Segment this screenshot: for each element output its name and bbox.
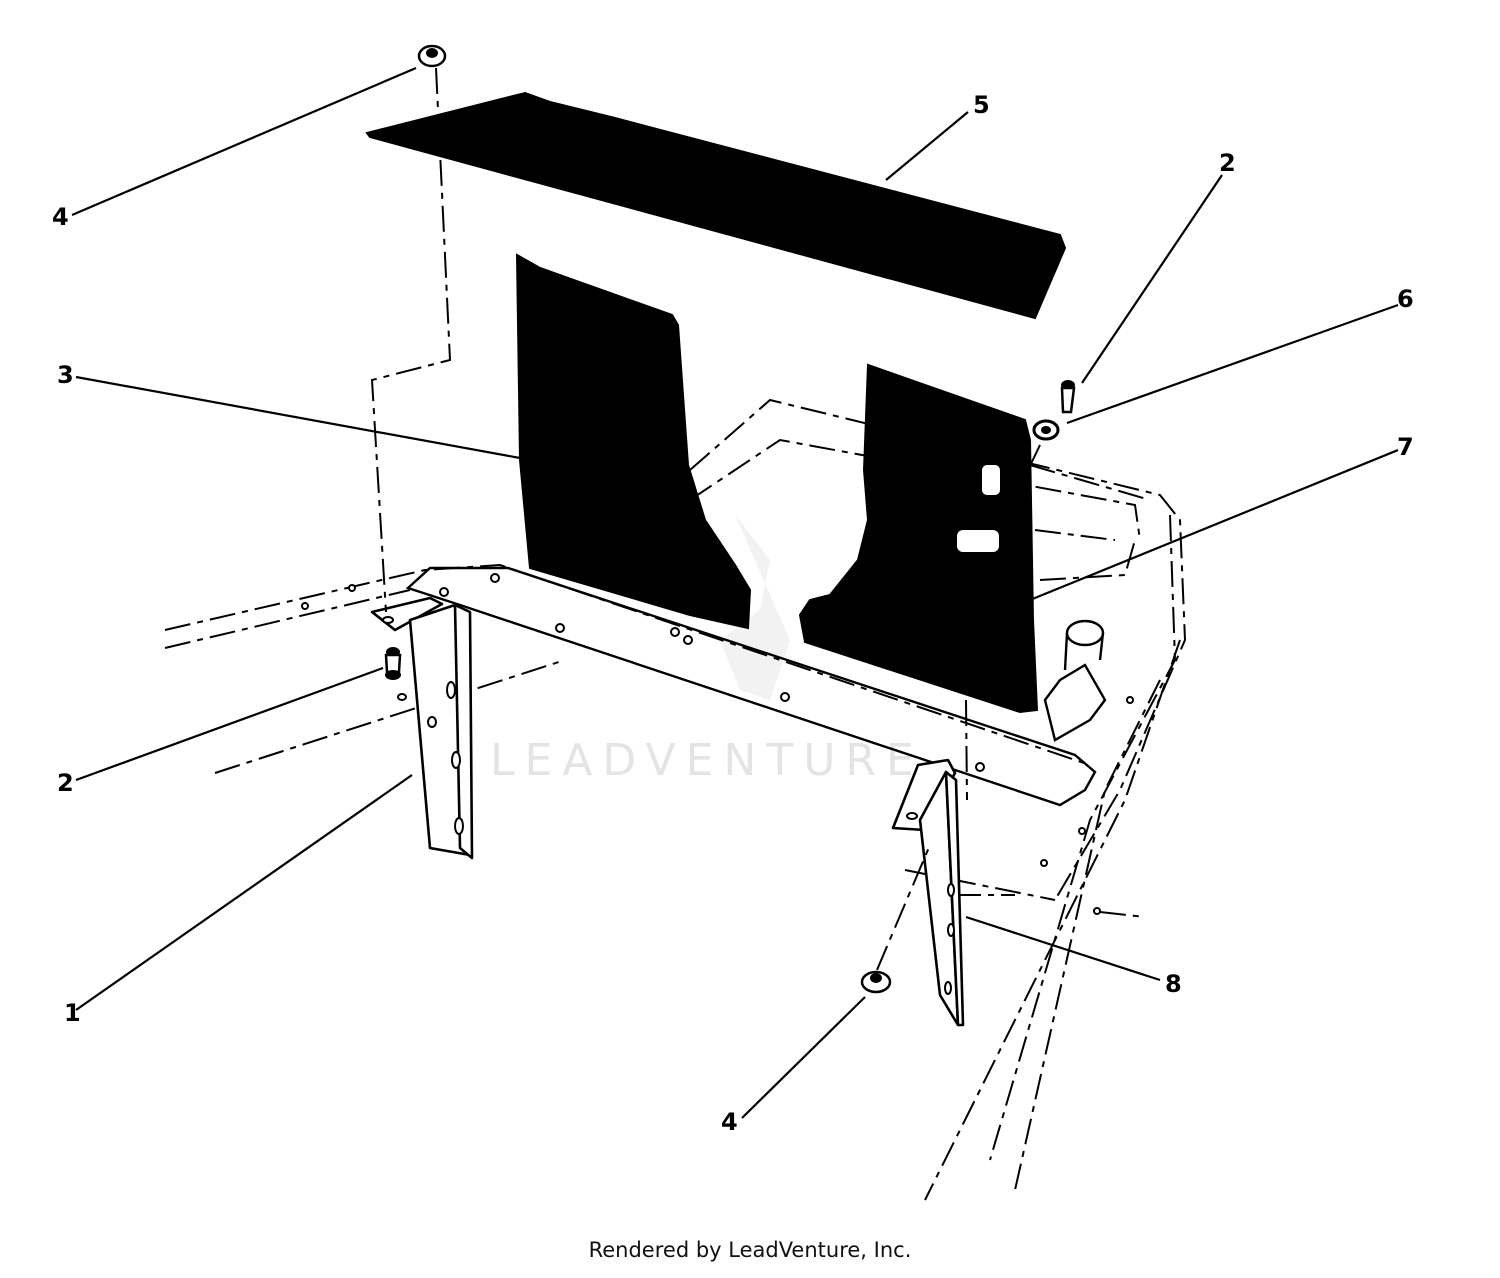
callout-7: 7 xyxy=(1397,433,1414,461)
screw-right-part-2 xyxy=(1060,380,1076,414)
callout-8: 8 xyxy=(1165,970,1182,998)
callout-4-bottom: 4 xyxy=(721,1108,738,1136)
right-bracket-part-8 xyxy=(891,758,965,1027)
callout-3: 3 xyxy=(57,361,74,389)
callout-1: 1 xyxy=(64,999,81,1027)
callout-5: 5 xyxy=(973,91,990,119)
left-panel-part-3 xyxy=(515,253,752,630)
right-panel-part-7 xyxy=(798,363,1039,714)
callout-2-right: 2 xyxy=(1219,149,1236,177)
panel-cutout xyxy=(957,530,999,552)
callout-2-left: 2 xyxy=(57,769,74,797)
callout-4-top: 4 xyxy=(52,203,69,231)
washer-part-6 xyxy=(1032,419,1060,441)
callout-6: 6 xyxy=(1397,285,1414,313)
assembly-lines xyxy=(370,67,1041,971)
base-panel xyxy=(301,566,1134,915)
watermark-logo xyxy=(720,515,790,700)
watermark-text: LEADVENTURE xyxy=(490,735,924,786)
footer-credit: Rendered by LeadVenture, Inc. xyxy=(588,1238,912,1262)
push-nut-top-part-4 xyxy=(417,44,447,68)
panel-cutout xyxy=(982,465,1000,495)
left-bracket-part-1 xyxy=(370,596,474,860)
leader-lines xyxy=(71,66,1399,1119)
push-nut-bottom-part-4 xyxy=(860,970,892,994)
screw-left-part-2 xyxy=(384,647,407,701)
top-panel-part-5 xyxy=(365,91,1067,320)
